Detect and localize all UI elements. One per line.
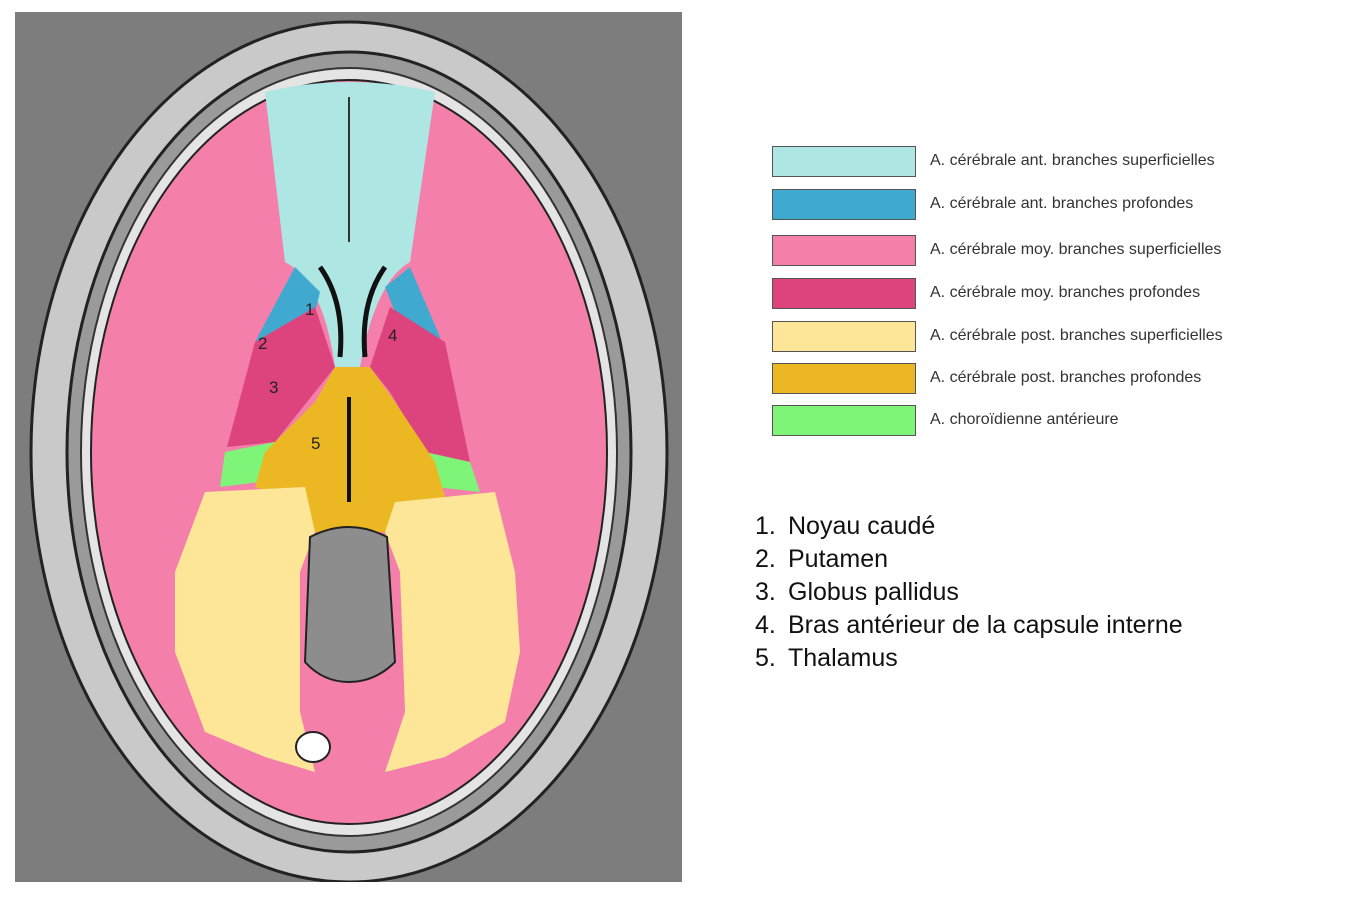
structure-list: 1. Noyau caudé 2. Putamen 3. Globus pallidu…	[755, 510, 1183, 675]
legend-item: A. cérébrale moy. branches profondes	[772, 276, 1200, 310]
diagram-label-3: 3	[269, 378, 278, 397]
structure-number: 1.	[755, 512, 776, 540]
ventricle-left	[317, 265, 344, 358]
legend-label: A. choroïdienne antérieure	[930, 411, 1119, 428]
diagram-label-2: 2	[258, 334, 267, 353]
legend-swatch	[772, 404, 916, 436]
legend-label: A. cérébrale ant. branches superficielle…	[930, 152, 1215, 169]
structure-label: Noyau caudé	[788, 512, 936, 540]
structure-item: 3. Globus pallidus	[755, 576, 1183, 609]
legend-label: A. cérébrale moy. branches profondes	[930, 284, 1201, 301]
legend-swatch	[772, 234, 916, 266]
ventricle-right	[361, 265, 388, 358]
legend-item: A. cérébrale ant. branches superficielle…	[772, 144, 1215, 178]
legend-swatch	[772, 320, 916, 352]
region-aca-deep-left	[255, 267, 320, 342]
legend-swatch	[772, 188, 916, 220]
structure-item: 4. Bras antérieur de la capsule interne	[755, 609, 1183, 642]
structure-label: Globus pallidus	[788, 578, 959, 606]
legend-label: A. cérébrale ant. branches profondes	[930, 195, 1194, 212]
structure-number: 3.	[755, 578, 776, 606]
legend-item: A. cérébrale post. branches superficiell…	[772, 319, 1223, 353]
legend-swatch	[772, 277, 916, 309]
structure-label: Bras antérieur de la capsule interne	[788, 611, 1183, 639]
region-aca-deep-right	[385, 267, 440, 342]
cerebellum	[303, 526, 397, 684]
legend-item: A. choroïdienne antérieure	[772, 403, 1119, 437]
structure-number: 5.	[755, 644, 776, 672]
region-pca-superficial-right	[385, 492, 520, 772]
diagram-label-1: 1	[305, 300, 314, 319]
diagram-label-4: 4	[388, 326, 397, 345]
structure-item: 2. Putamen	[755, 543, 1183, 576]
legend-swatch	[772, 362, 916, 394]
region-mca-deep-left	[227, 307, 335, 447]
structure-item: 1. Noyau caudé	[755, 510, 1183, 543]
region-mca-deep-right	[370, 307, 470, 462]
legend-item: A. cérébrale post. branches profondes	[772, 361, 1201, 395]
structure-item: 5. Thalamus	[755, 642, 1183, 675]
legend-label: A. cérébrale post. branches superficiell…	[930, 327, 1223, 344]
diagram-label-5: 5	[311, 434, 320, 453]
sinus	[295, 731, 331, 763]
legend-swatch	[772, 145, 916, 177]
structure-number: 4.	[755, 611, 776, 639]
region-pca-superficial-left	[175, 487, 315, 772]
legend-label: A. cérébrale post. branches profondes	[930, 369, 1202, 386]
legend-label: A. cérébrale moy. branches superficielle…	[930, 241, 1222, 258]
legend-item: A. cérébrale moy. branches superficielle…	[772, 233, 1221, 267]
brain-axial-section-illustration: 1 2 3 4 5	[15, 12, 682, 882]
legend-item: A. cérébrale ant. branches profondes	[772, 187, 1193, 221]
structure-label: Putamen	[788, 545, 889, 573]
structure-label: Thalamus	[788, 644, 898, 672]
structure-number: 2.	[755, 545, 776, 573]
